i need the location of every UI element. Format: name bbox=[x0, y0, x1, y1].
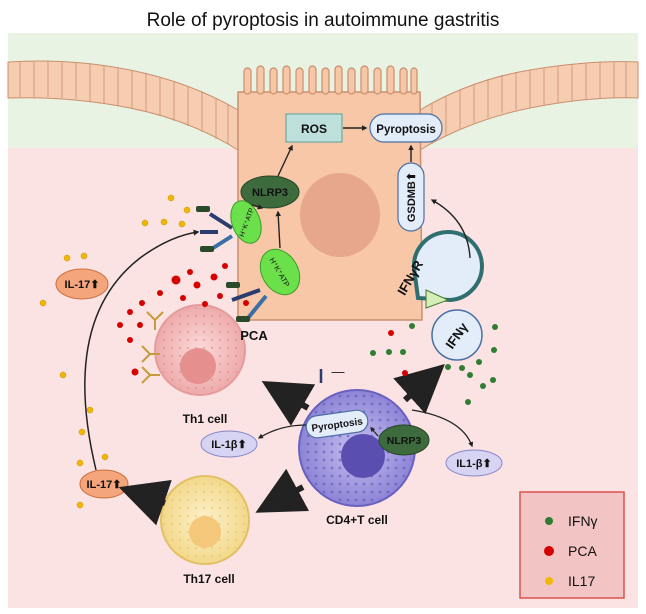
diagram-title: Role of pyroptosis in autoimmune gastrit… bbox=[147, 10, 500, 31]
il17-top-label: IL-17⬆ bbox=[65, 279, 100, 291]
legend-label-il17: IL17 bbox=[568, 573, 595, 589]
cd4-to-th17-arrow bbox=[255, 468, 310, 513]
legend-label-ifng: IFNγ bbox=[568, 513, 598, 529]
cd4-to-th1-arrow bbox=[261, 380, 316, 426]
th1-label: Th1 cell bbox=[183, 412, 228, 426]
il1b-right-label: IL1-β⬆ bbox=[456, 458, 492, 470]
il17-bottom-label: IL-17⬆ bbox=[87, 479, 122, 491]
il1b-right-node bbox=[445, 449, 503, 477]
minus-sign: — bbox=[332, 364, 345, 379]
nlrp3-to-ros-arrow bbox=[277, 144, 293, 177]
nlrp3-cd4 bbox=[378, 424, 430, 456]
ifng-node bbox=[431, 309, 483, 361]
epithelium-right bbox=[419, 61, 639, 151]
pyroptosis-cd4-box bbox=[305, 409, 369, 439]
legend-swatch-ifng bbox=[545, 517, 553, 525]
pca-antibodies bbox=[141, 311, 164, 384]
gsdmb-label: GSDMB⬆ bbox=[406, 172, 418, 222]
epithelium-left bbox=[7, 60, 239, 151]
atpase1-to-nlrp3-arrow bbox=[251, 204, 264, 210]
parietal-nucleus bbox=[300, 173, 380, 257]
ros-box bbox=[285, 113, 343, 143]
gsdmb-node: GSDMB⬆ bbox=[397, 162, 425, 232]
il1b-left-node bbox=[200, 430, 258, 458]
legend-swatch-il17 bbox=[545, 577, 553, 585]
atpase-pump-1: H⁺K⁺ATP bbox=[196, 200, 262, 252]
nlrp3-cd4-label: NLRP3 bbox=[387, 435, 422, 447]
pyroptosis-top-box bbox=[369, 113, 443, 143]
il17-molecules bbox=[39, 194, 191, 509]
pca-molecules bbox=[117, 263, 408, 376]
pca-label: PCA bbox=[240, 328, 268, 343]
legend: IFNγ PCA IL17 bbox=[519, 491, 625, 599]
cd4-label: CD4+T cell bbox=[326, 513, 388, 527]
pyroptosis-top-label: Pyroptosis bbox=[376, 124, 435, 136]
legend-box bbox=[519, 491, 625, 599]
cd4-to-ifng-arrow bbox=[393, 363, 445, 414]
il1b-left-label: IL-1β⬆ bbox=[211, 439, 247, 451]
nlrp3-top-label: NLRP3 bbox=[252, 187, 288, 199]
atpase2-to-nlrp3-arrow bbox=[275, 210, 282, 249]
ifng-molecules bbox=[370, 323, 498, 405]
atpase-pump-2: H⁺K⁺ATP bbox=[226, 248, 301, 322]
ifngr-to-gsdmb-arrow bbox=[430, 199, 471, 259]
legend-swatch-pca bbox=[544, 546, 554, 556]
legend-label-pca: PCA bbox=[568, 543, 597, 559]
th17-label: Th17 cell bbox=[183, 572, 234, 586]
il17-loop-arrow bbox=[84, 229, 200, 471]
nlrp3-to-pyroptosis-cd4-arrow bbox=[370, 427, 379, 437]
il17-top-node bbox=[55, 268, 109, 300]
ros-label: ROS bbox=[301, 122, 327, 136]
nlrp3-top bbox=[240, 175, 300, 209]
th17-cell bbox=[160, 475, 250, 565]
th17-to-il17-arrow bbox=[118, 479, 172, 526]
th1-cell bbox=[154, 304, 246, 396]
